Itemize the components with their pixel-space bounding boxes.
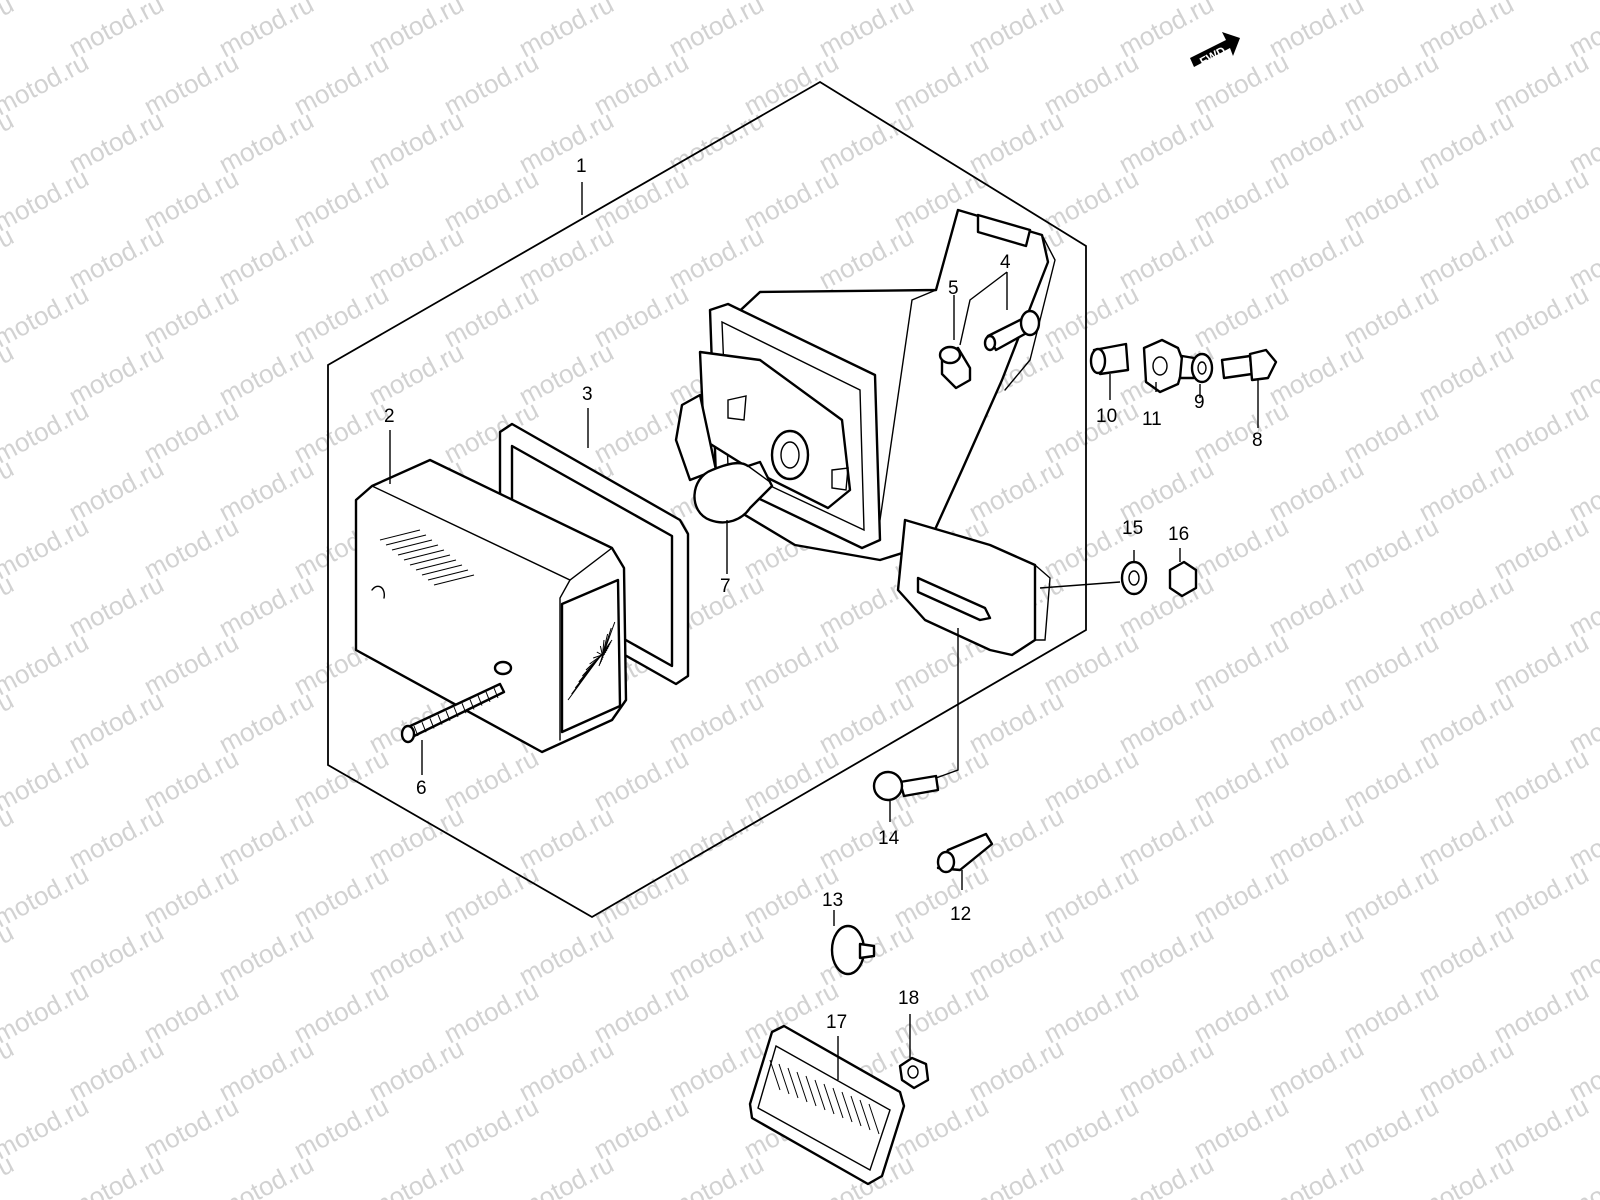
watermark-text: motod.ru xyxy=(64,1149,169,1200)
plate-hatch-line xyxy=(769,1059,781,1091)
callout-9: 9 xyxy=(1194,392,1205,413)
plate-hatch-line xyxy=(823,1083,835,1115)
lens-ridge-line xyxy=(403,549,445,561)
bolt-14 xyxy=(872,770,940,802)
callout-15: 15 xyxy=(1122,518,1143,539)
watermark-text: motod.ru xyxy=(0,0,18,63)
callout-labels: 1 2 3 4 5 6 7 8 9 10 11 12 13 14 15 16 1… xyxy=(384,156,1263,1033)
watermark-text: motod.ru xyxy=(0,1091,93,1166)
watermark-text: motod.ru xyxy=(0,511,93,586)
washer-9 xyxy=(1190,352,1214,384)
watermark-text: motod.ru xyxy=(0,685,18,760)
fwd-badge: FWD xyxy=(1190,32,1240,69)
plate-hatch-line xyxy=(850,1095,862,1127)
bulb xyxy=(693,460,774,524)
callout-8: 8 xyxy=(1252,430,1263,451)
reflector-plate xyxy=(748,1024,906,1186)
watermark-text: motod.ru xyxy=(0,859,93,934)
watermark-text: motod.ru xyxy=(0,975,93,1050)
washer-15 xyxy=(1120,560,1148,596)
plate-hatch-line xyxy=(787,1067,799,1099)
watermark-text: motod.ru xyxy=(514,1149,619,1200)
lens-ridge-line xyxy=(427,569,469,581)
callout-13: 13 xyxy=(822,890,843,911)
callout-3: 3 xyxy=(582,384,593,405)
watermark-text: motod.ru xyxy=(0,0,93,5)
lens-ridge-line xyxy=(415,559,457,571)
watermark-text: motod.ru xyxy=(0,221,18,296)
callout-18: 18 xyxy=(898,988,919,1009)
plate-hatch-line xyxy=(805,1075,817,1107)
callout-14: 14 xyxy=(878,828,900,849)
spacer xyxy=(938,345,972,390)
watermark-text: motod.ru xyxy=(0,47,93,122)
watermark-text: motod.ru xyxy=(0,569,18,644)
assembly-boundary xyxy=(327,80,1087,919)
watermark-text: motod.ru xyxy=(0,395,93,470)
callout-2: 2 xyxy=(384,406,395,427)
bolt-4 xyxy=(983,309,1041,352)
watermark-text: motod.ru xyxy=(664,1149,769,1200)
lens-screw xyxy=(400,682,506,744)
watermark-text: motod.ru xyxy=(1114,1149,1219,1200)
lens-ridge-line xyxy=(391,539,433,551)
plate-hatch-line xyxy=(832,1087,844,1119)
callout-5: 5 xyxy=(948,278,959,299)
watermark-text: motod.ru xyxy=(1564,1149,1600,1200)
collar xyxy=(1089,342,1130,376)
watermark-text: motod.ru xyxy=(0,917,18,992)
plate-hatch-line xyxy=(841,1091,853,1123)
callout-10: 10 xyxy=(1096,406,1117,427)
lens-ridge-line xyxy=(421,564,463,576)
watermark-text: motod.ru xyxy=(1414,1149,1519,1200)
nut-16 xyxy=(1168,560,1198,598)
watermark-text: motod.ru xyxy=(0,337,18,412)
plate-hatch-line xyxy=(814,1079,826,1111)
callout-7: 7 xyxy=(720,576,731,597)
watermark-text: motod.ru xyxy=(0,279,93,354)
lens-hatch-line xyxy=(598,621,616,667)
lens-ridge-line xyxy=(409,554,451,566)
watermark-text: motod.ru xyxy=(0,105,18,180)
callout-17: 17 xyxy=(826,1012,847,1033)
lens-ridge-line xyxy=(385,534,427,546)
plate-hatch-line xyxy=(859,1099,871,1131)
callout-16: 16 xyxy=(1168,524,1189,545)
watermark-text: motod.ru xyxy=(0,801,18,876)
lens-ridge-line xyxy=(433,574,475,586)
nut-18 xyxy=(898,1056,930,1090)
plate-hatch-line xyxy=(796,1071,808,1103)
clip xyxy=(936,832,994,874)
watermark-text: motod.ru xyxy=(0,453,18,528)
watermark-text: motod.ru xyxy=(1264,1149,1369,1200)
callout-11: 11 xyxy=(1142,409,1162,430)
callout-1: 1 xyxy=(576,156,587,177)
plate-hatch-line xyxy=(868,1103,880,1135)
callout-4: 4 xyxy=(1000,252,1011,273)
bolt-8 xyxy=(1220,348,1278,382)
callout-6: 6 xyxy=(416,778,427,799)
damper xyxy=(1142,338,1196,394)
watermark-text: motod.ru xyxy=(0,163,93,238)
callout-12: 12 xyxy=(950,904,971,925)
watermark-text: motod.ru xyxy=(0,743,93,818)
watermark-text: motod.ru xyxy=(0,627,93,702)
watermark-text: motod.ru xyxy=(364,1149,469,1200)
plate-hatch-line xyxy=(778,1063,790,1095)
watermark-text: motod.ru xyxy=(0,1033,18,1108)
lens-ridge-line xyxy=(397,544,439,556)
mounting-bracket xyxy=(896,518,1051,657)
lens-ridge-line xyxy=(379,529,421,541)
watermark-text: motod.ru xyxy=(214,1149,319,1200)
lens xyxy=(354,458,628,754)
grommet xyxy=(830,924,876,976)
watermark-text: motod.ru xyxy=(964,1149,1069,1200)
leader-lines xyxy=(389,182,1259,1080)
